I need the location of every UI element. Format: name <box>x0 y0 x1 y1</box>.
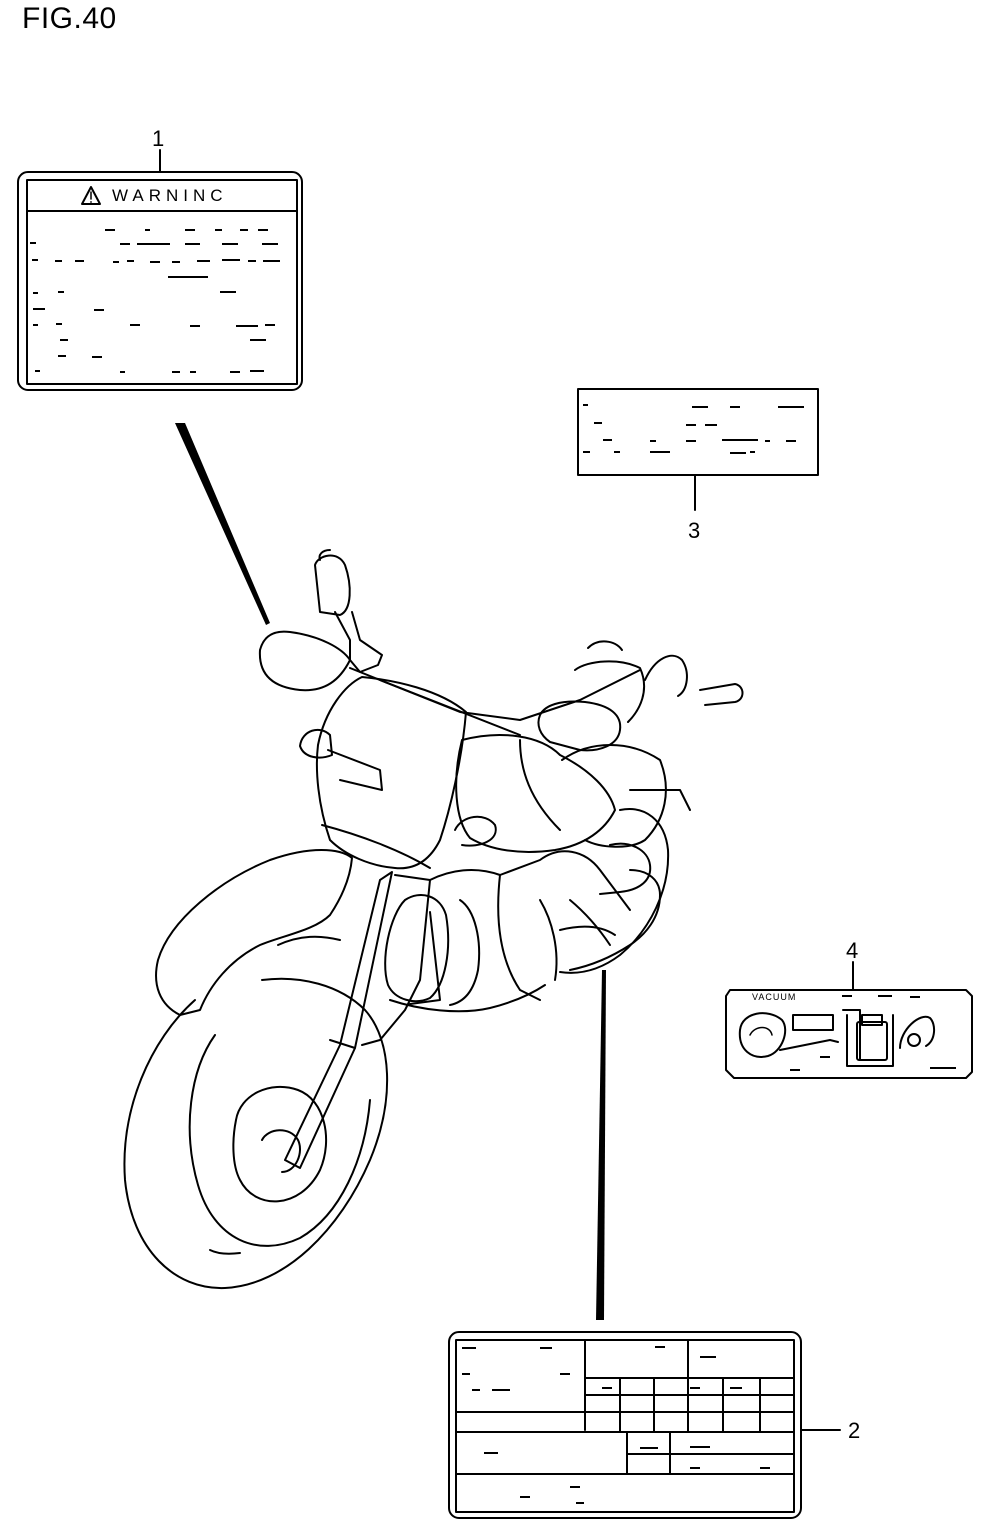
warning-triangle-icon <box>81 186 101 205</box>
left-handguard <box>258 630 351 692</box>
label-2-outline <box>448 1331 802 1519</box>
label-4-outline <box>725 989 973 1079</box>
exhaust <box>599 842 652 895</box>
rear-fender <box>559 808 670 974</box>
front-tire <box>123 977 389 1290</box>
handlebar <box>349 667 641 721</box>
label-1-outline <box>17 171 303 391</box>
callout-1: 1 <box>152 126 165 151</box>
label-2-text-lines <box>462 1346 770 1504</box>
front-fender <box>155 849 353 1016</box>
engine <box>384 894 450 1003</box>
label-1-text-lines <box>30 229 280 373</box>
label-1-inner <box>26 179 298 385</box>
label-2-pointer <box>596 970 606 1320</box>
front-rim <box>188 1034 371 1247</box>
vacuum-hose-diagram-icon <box>738 995 956 1071</box>
label-4-vacuum: VACUUM <box>725 961 973 1079</box>
front-hub <box>232 1085 327 1203</box>
label-2-inner <box>455 1339 795 1513</box>
left-mirror <box>314 554 351 616</box>
front-fork <box>284 871 393 1169</box>
warning-heading: WARNINC <box>112 186 228 205</box>
fuel-tank <box>455 734 616 853</box>
vacuum-heading: VACUUM <box>752 992 796 1002</box>
headlight-cowl <box>315 676 467 870</box>
callout-2: 2 <box>848 1418 861 1443</box>
seat <box>561 744 667 848</box>
label-3 <box>577 388 819 511</box>
label-3-text-lines <box>583 404 804 454</box>
label-1-pointer <box>175 423 270 625</box>
callout-3: 3 <box>688 518 701 543</box>
callout-4: 4 <box>846 938 859 963</box>
motorcycle-drawing <box>123 549 744 1290</box>
label-3-outline <box>577 388 819 476</box>
label-2-grid <box>455 1339 795 1475</box>
figure-title: FIG.40 <box>22 2 117 35</box>
label-1-warning: WARNINC <box>17 149 303 391</box>
frame <box>429 850 631 911</box>
right-handguard <box>537 700 622 752</box>
label-2-spec-table <box>448 1331 841 1519</box>
